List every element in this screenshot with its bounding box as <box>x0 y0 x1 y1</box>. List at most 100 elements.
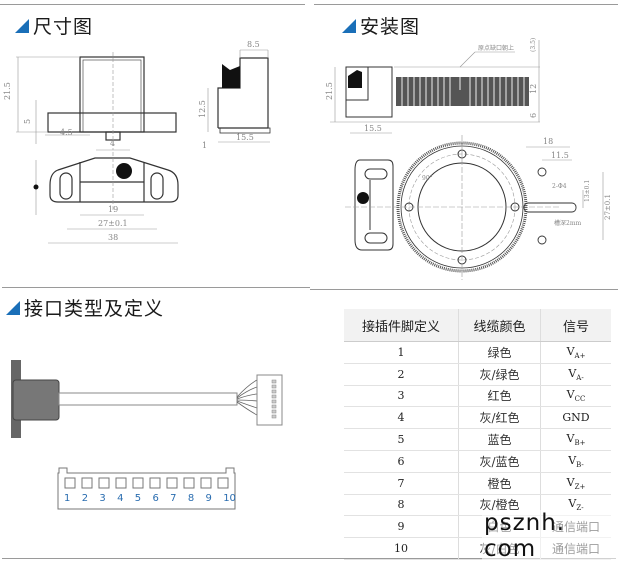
dim-inner-width: 19 <box>108 205 118 214</box>
pin-label: 1 <box>64 493 71 504</box>
pin-number: 3 <box>344 385 459 408</box>
signal: VA- <box>540 363 611 386</box>
connector-pin-labels: 1 2 3 4 5 6 7 8 9 10 <box>64 493 236 504</box>
cable-color: 蓝色 <box>458 428 541 451</box>
note-origin-up: 原点缺口朝上 <box>478 44 514 52</box>
dim-width-11-5: 11.5 <box>551 151 569 160</box>
header-cable-color: 线缆颜色 <box>458 309 541 342</box>
installation-drawing: 原点缺口朝上 (3.5) 21.5 12 6 15.5 18 11.5 2-Φ4… <box>325 38 612 280</box>
cable-color: 灰/绿色 <box>458 363 541 386</box>
dim-height-total: 21.5 <box>3 82 12 100</box>
signal-subscript: CC <box>574 395 586 404</box>
signal: VB+ <box>540 428 611 451</box>
signal: VCC <box>540 385 611 408</box>
section-title-dimensions: 尺寸图 <box>15 12 93 39</box>
pin-label: 4 <box>117 493 124 504</box>
pin-number: 6 <box>344 450 459 473</box>
section-title-text: 接口类型及定义 <box>24 298 165 320</box>
sensor-top-outline <box>354 159 394 251</box>
pin-number: 7 <box>344 472 459 495</box>
dimension-drawing-front: 21.5 5 4 8.5 12.5 15.5 1 4.5 19 27±0.1 3… <box>3 40 271 244</box>
pin-label: 2 <box>81 493 89 504</box>
dim-side-width: 15.5 <box>236 133 254 142</box>
signal-name: V <box>568 497 577 511</box>
pin-label: 5 <box>134 493 142 504</box>
header-signal: 信号 <box>540 309 611 342</box>
signal-name: V <box>566 344 575 358</box>
pin-label: 9 <box>205 493 212 504</box>
dim-hole-spacing: 27±0.1 <box>98 219 128 228</box>
divider-mid-left <box>2 287 306 288</box>
dim-gap-bottom: 6 <box>529 113 538 118</box>
pin-number: 1 <box>344 341 459 364</box>
section-title-text: 安装图 <box>360 16 421 38</box>
dim-gear-height: 12 <box>529 84 538 94</box>
cable <box>58 392 238 406</box>
signal-name: GND <box>562 411 590 425</box>
blue-triangle-icon <box>6 300 20 315</box>
note-slot-depth: 槽深2mm <box>554 219 582 227</box>
blue-triangle-icon <box>342 18 356 33</box>
dim-slot-offset: 4.5 <box>60 128 73 137</box>
signal-subscript: A+ <box>574 351 586 360</box>
signal-subscript: B- <box>576 460 584 469</box>
cable-assembly-drawing <box>11 360 283 438</box>
note-hole: 2-Φ4 <box>552 183 567 190</box>
base-plate-outline <box>49 157 179 203</box>
signal-name: V <box>566 431 575 445</box>
dim-install-height: 21.5 <box>325 82 334 100</box>
dim-side-bottom: 1 <box>202 141 207 150</box>
pin-number: 2 <box>344 363 459 386</box>
signal-name: V <box>568 366 577 380</box>
pin-number: 10 <box>344 537 459 560</box>
dim-hole-spacing-install: 27±0.1 <box>604 194 612 220</box>
cable-color: 绿色 <box>458 341 541 364</box>
connector-pinout <box>57 467 236 510</box>
divider-bottom <box>2 558 616 559</box>
signal: VB- <box>540 450 611 473</box>
cable-color: 红色 <box>458 385 541 408</box>
dim-gap-top: (3.5) <box>530 38 537 52</box>
table-header-row: 接插件脚定义 线缆颜色 信号 <box>344 309 611 342</box>
dim-side-height: 12.5 <box>198 100 207 118</box>
cable-color: 灰/红色 <box>458 406 541 430</box>
watermark: psznh. com <box>482 510 618 562</box>
blue-triangle-icon <box>15 18 29 33</box>
pin-number: 5 <box>344 428 459 451</box>
pin-label: 7 <box>170 493 177 504</box>
signal-subscript: A- <box>576 373 584 382</box>
divider-top-left <box>0 4 305 5</box>
signal-subscript: Z- <box>576 504 584 513</box>
signal: VA+ <box>540 341 611 364</box>
signal-name: V <box>568 453 577 467</box>
signal-subscript: B+ <box>574 439 586 448</box>
signal: VZ+ <box>540 472 611 495</box>
gear-side-view <box>396 77 529 106</box>
dim-slot-width: 4 <box>110 139 115 148</box>
cable-color: 橙色 <box>458 472 541 495</box>
dim-width-18: 18 <box>543 137 553 146</box>
body-outline <box>79 56 145 133</box>
divider-mid-right <box>310 289 618 290</box>
section-title-interface: 接口类型及定义 <box>6 294 164 321</box>
pin-number: 8 <box>344 494 459 517</box>
dim-base-width: 15.5 <box>364 124 382 133</box>
dim-top-width: 8.5 <box>247 40 260 49</box>
magnet-dot <box>116 163 132 179</box>
divider-mid-middle <box>306 287 310 288</box>
sensor-dot <box>357 192 369 204</box>
header-pin: 接插件脚定义 <box>344 309 459 342</box>
pin-label: 10 <box>223 493 236 504</box>
signal-name: V <box>566 475 575 489</box>
signal-subscript: Z+ <box>574 482 586 491</box>
pin-number: 9 <box>344 515 459 539</box>
cable-color: 灰/蓝色 <box>458 450 541 473</box>
sensor-body <box>12 379 60 421</box>
